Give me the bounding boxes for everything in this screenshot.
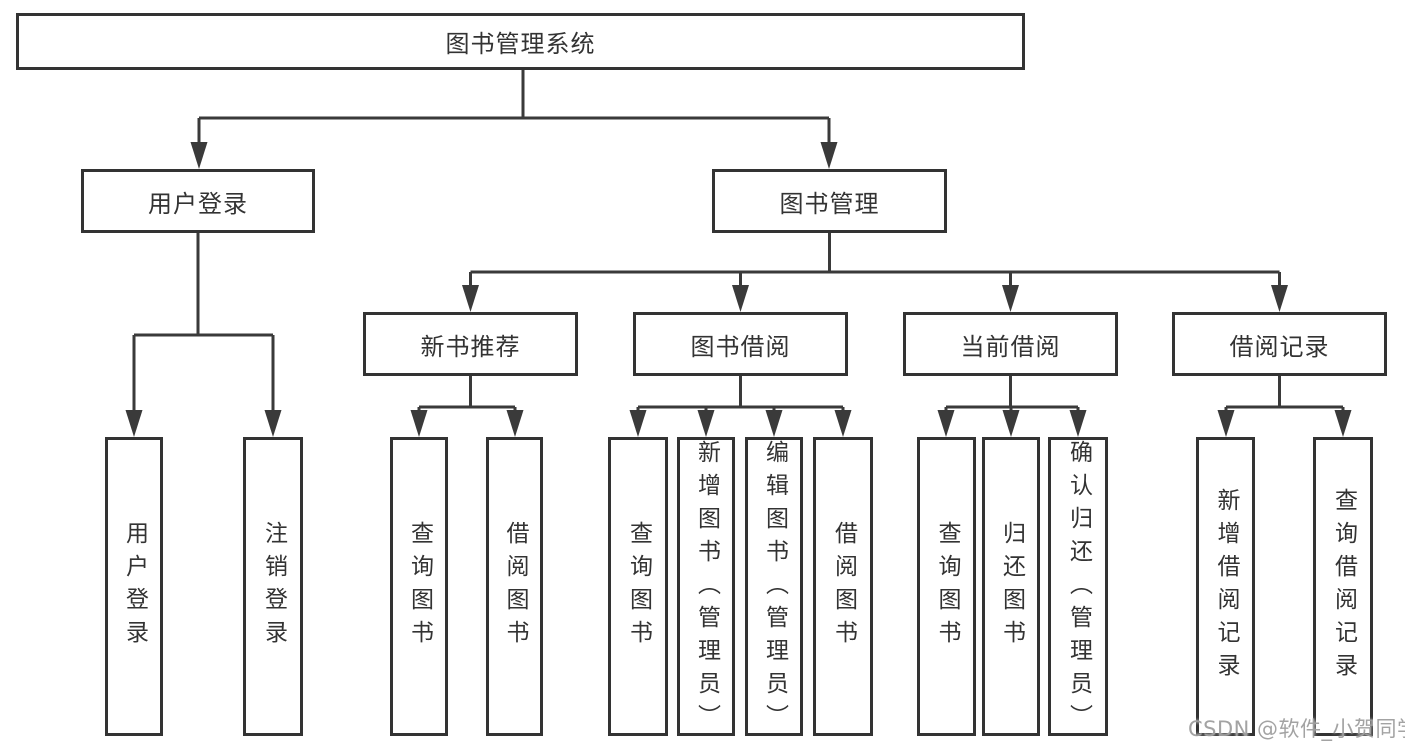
- arrowhead-down-icon: [462, 285, 479, 312]
- node-current-borrow-label: 当前借阅: [960, 332, 1061, 361]
- node-book-management: 图书管理: [712, 169, 947, 233]
- connector-user-login-children: [134, 233, 273, 337]
- arrowhead-down-icon: [765, 410, 783, 437]
- root-node-label: 图书管理系统: [445, 30, 596, 58]
- arrowhead-down-icon: [1334, 410, 1352, 437]
- leaf-borrow-books-recommend-label: 借阅图书: [502, 520, 528, 653]
- arrowhead-down-icon: [1002, 410, 1020, 437]
- arrowhead-down-icon: [629, 410, 647, 437]
- arrowhead-down-icon: [1002, 285, 1019, 312]
- leaf-query-books-recommend: 查询图书: [390, 437, 448, 736]
- leaf-return-book: 归还图书: [982, 437, 1040, 736]
- leaf-borrow-books-recommend: 借阅图书: [486, 437, 543, 736]
- connector-current-borrow-children: [946, 376, 1078, 409]
- leaf-user-login: 用户登录: [105, 437, 163, 736]
- leaf-user-login-label: 用户登录: [121, 520, 148, 653]
- leaf-query-borrow-record: 查询借阅记录: [1313, 437, 1373, 736]
- connector-root-to-level2: [199, 70, 829, 120]
- leaf-borrow-books: 借阅图书: [813, 437, 873, 736]
- leaf-query-books-current: 查询图书: [917, 437, 976, 736]
- arrowhead-down-icon: [264, 410, 282, 437]
- arrowhead-down-icon: [125, 410, 143, 437]
- arrowhead-down-icon: [820, 142, 838, 169]
- node-book-borrow: 图书借阅: [633, 312, 848, 376]
- csdn-watermark: CSDN @软件_小贺同学: [1188, 717, 1405, 741]
- leaf-return-book-label: 归还图书: [998, 520, 1025, 653]
- node-user-login: 用户登录: [81, 169, 315, 233]
- leaf-edit-book-admin-label: 编辑图书（管理员）: [761, 440, 788, 737]
- leaf-borrow-books-label: 借阅图书: [830, 520, 857, 653]
- node-borrow-records-label: 借阅记录: [1229, 332, 1330, 361]
- connector-borrow-record-children: [1226, 376, 1343, 409]
- leaf-confirm-return-admin-label: 确认归还（管理员）: [1065, 440, 1092, 737]
- leaf-query-books-current-label: 查询图书: [934, 520, 960, 653]
- node-new-book-recommend: 新书推荐: [363, 312, 578, 376]
- connector-book-management-children: [470, 233, 1280, 274]
- arrowhead-down-icon: [1069, 410, 1087, 437]
- arrowhead-down-icon: [1217, 410, 1235, 437]
- leaf-logout: 注销登录: [243, 437, 303, 736]
- leaf-edit-book-admin: 编辑图书（管理员）: [745, 437, 803, 737]
- arrowhead-down-icon: [410, 410, 428, 437]
- node-new-book-recommend-label: 新书推荐: [420, 332, 521, 361]
- leaf-add-book-admin: 新增图书（管理员）: [677, 437, 735, 737]
- arrowhead-down-icon: [697, 410, 715, 437]
- leaf-add-borrow-record: 新增借阅记录: [1196, 437, 1255, 736]
- arrowhead-down-icon: [190, 142, 208, 169]
- connector-new-book-children: [419, 376, 515, 409]
- leaf-query-books-borrow: 查询图书: [608, 437, 668, 736]
- leaf-logout-label: 注销登录: [260, 520, 287, 653]
- arrowhead-down-icon: [834, 410, 852, 437]
- leaf-query-books-recommend-label: 查询图书: [406, 520, 433, 653]
- node-borrow-records: 借阅记录: [1172, 312, 1387, 376]
- leaf-query-borrow-record-label: 查询借阅记录: [1330, 487, 1357, 686]
- leaf-add-borrow-record-label: 新增借阅记录: [1213, 487, 1239, 686]
- leaf-confirm-return-admin: 确认归还（管理员）: [1048, 437, 1108, 737]
- arrowhead-down-icon: [1271, 285, 1288, 312]
- node-book-management-label: 图书管理: [779, 189, 880, 218]
- leaf-add-book-admin-label: 新增图书（管理员）: [693, 440, 720, 737]
- arrowhead-down-icon: [732, 285, 749, 312]
- node-current-borrow: 当前借阅: [903, 312, 1118, 376]
- arrowhead-down-icon: [937, 410, 955, 437]
- root-node: 图书管理系统: [16, 13, 1025, 70]
- node-book-borrow-label: 图书借阅: [690, 332, 791, 361]
- arrowhead-down-icon: [506, 410, 524, 437]
- leaf-query-books-borrow-label: 查询图书: [625, 520, 652, 653]
- connector-book-borrow-children: [638, 376, 843, 409]
- node-user-login-label: 用户登录: [148, 189, 248, 218]
